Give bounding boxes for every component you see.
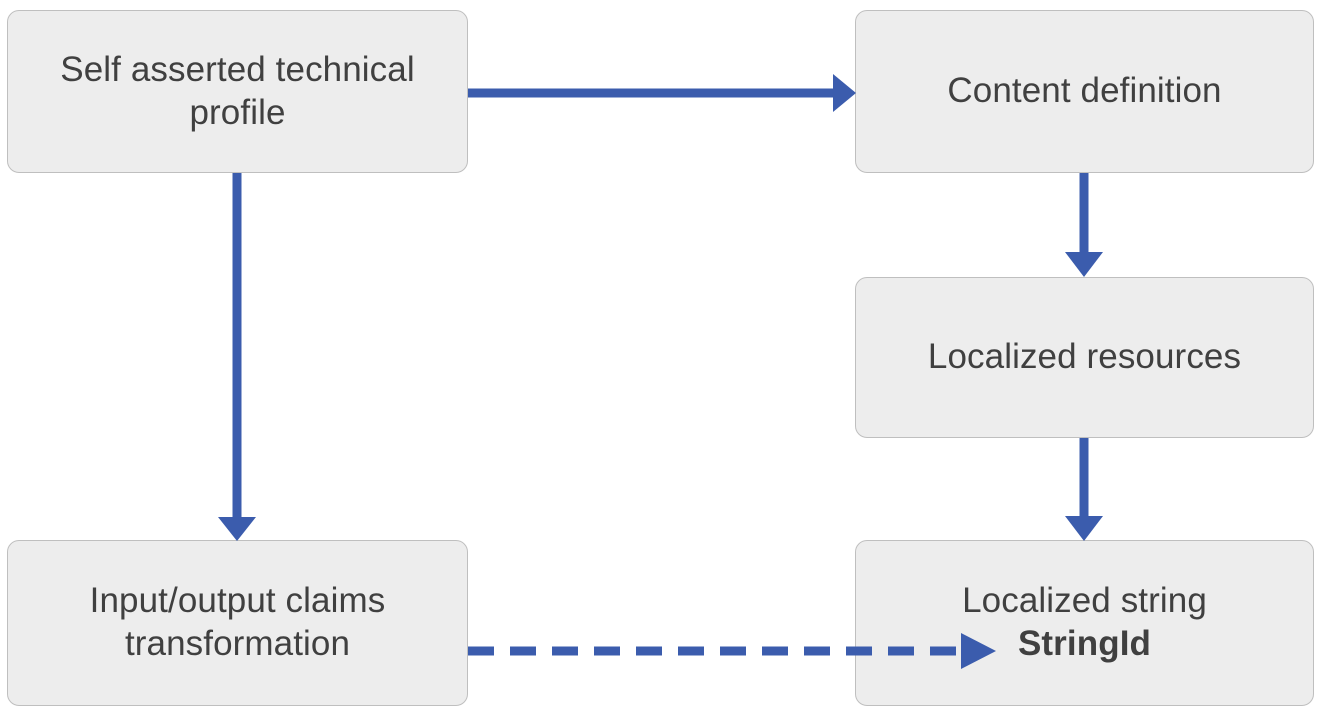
node-input-output-claims-transformation[interactable]: Input/output claims transformation [7, 540, 468, 706]
node-content-definition[interactable]: Content definition [855, 10, 1314, 173]
edge-content-definition-to-localized-resources [1065, 173, 1103, 277]
edge-localized-resources-to-localized-string [1065, 438, 1103, 541]
edge-self-asserted-to-content-definition [468, 74, 856, 112]
node-label-localized-resources: Localized resources [927, 337, 1242, 377]
node-label-input-output-claims-transformation: Input/output claims transformation [89, 581, 386, 663]
node-localized-resources[interactable]: Localized resources [855, 277, 1314, 438]
edge-self-asserted-to-input-output-claims [218, 173, 256, 541]
node-localized-string[interactable]: Localized string StringId [855, 540, 1314, 706]
node-label-localized-string-line1: Localized string [962, 581, 1207, 621]
node-label-localized-string-stringid: StringId [1017, 624, 1151, 663]
node-label-self-asserted-technical-profile: Self asserted technical profile [60, 49, 415, 132]
node-self-asserted-technical-profile[interactable]: Self asserted technical profile [7, 10, 468, 173]
node-label-localized-string: Localized string StringId [870, 580, 1299, 665]
node-label-content-definition: Content definition [947, 71, 1222, 111]
